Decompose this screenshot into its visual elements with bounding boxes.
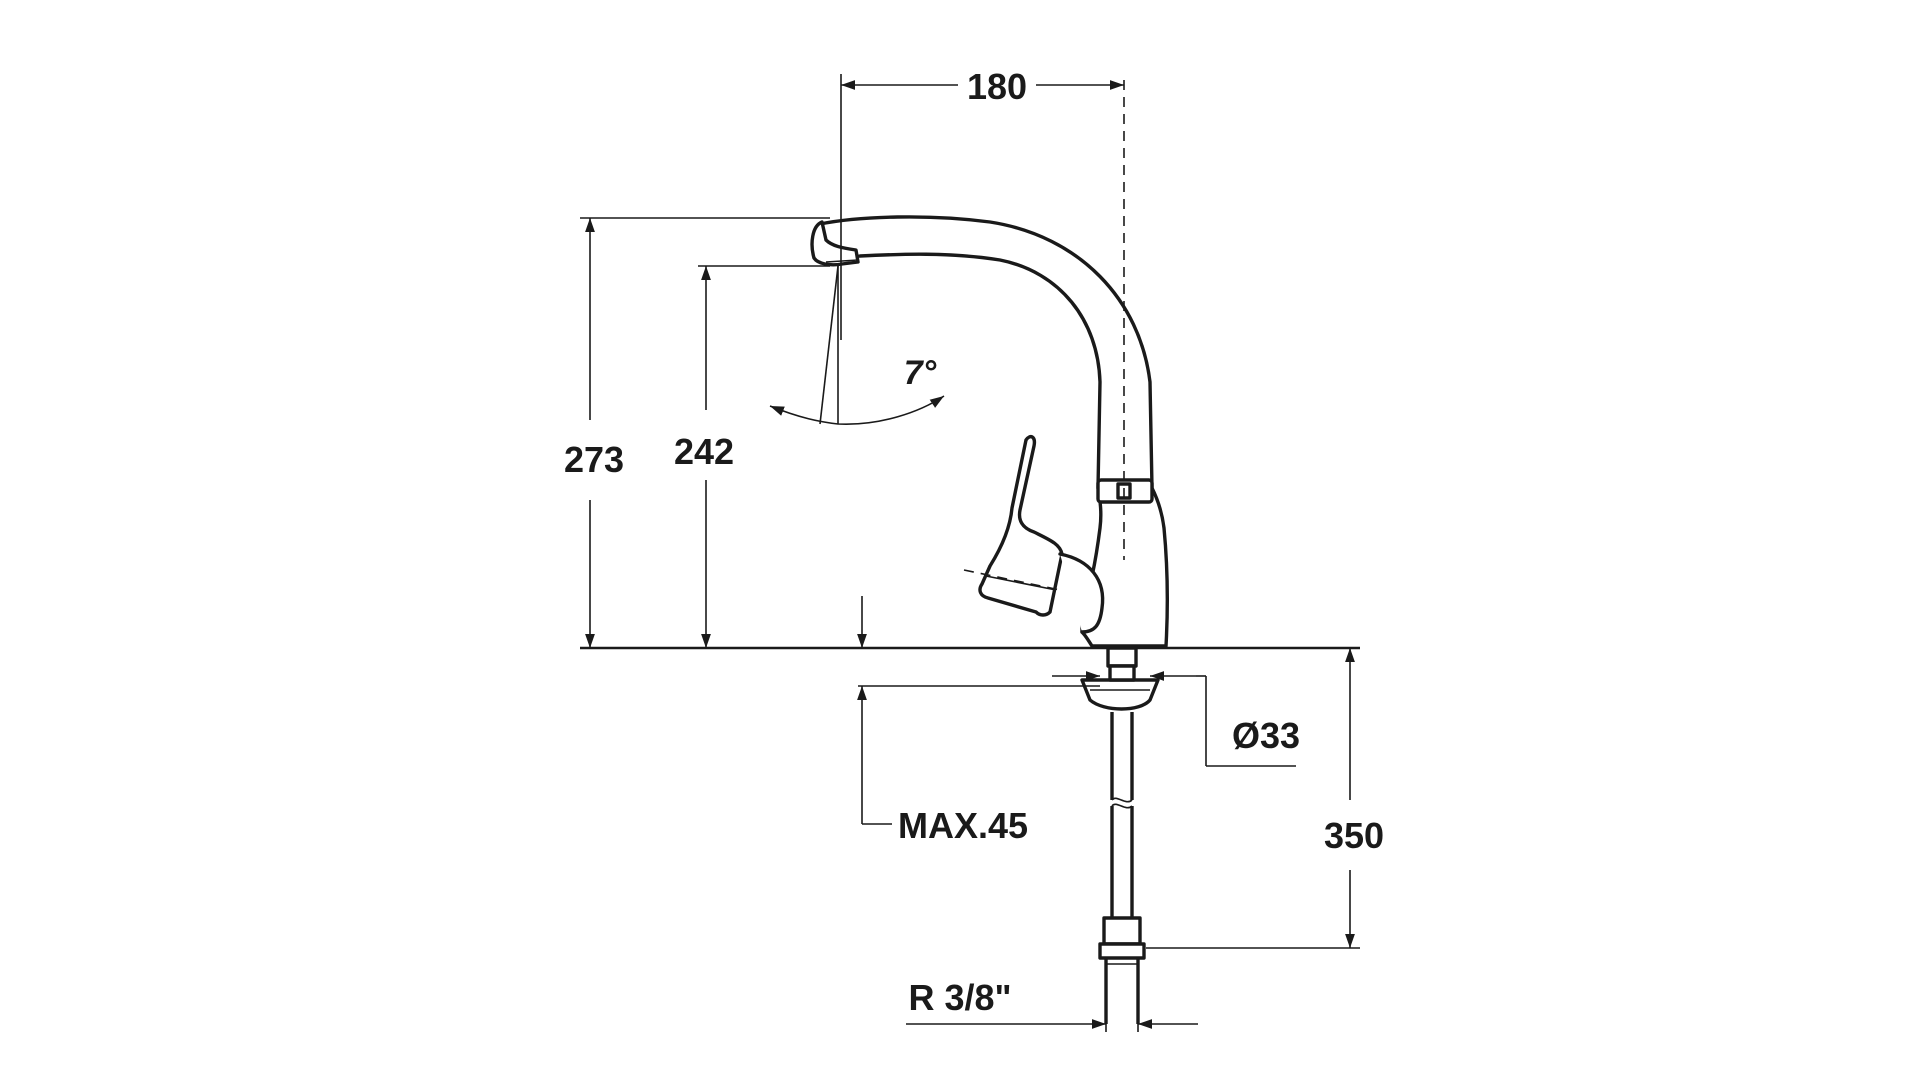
dim-max-worktop: [857, 596, 1100, 825]
dim-label-diameter: Ø33: [1232, 715, 1300, 756]
dim-total-height: [580, 217, 830, 648]
dim-hole-diameter: [1052, 671, 1296, 767]
faucet-outline: [810, 215, 1169, 648]
dim-connection-thread: [906, 1010, 1198, 1032]
dim-label-thread: R 3/8": [908, 977, 1011, 1018]
dim-label-242: 242: [674, 431, 734, 472]
dim-label-7deg: 7°: [904, 354, 937, 392]
dim-swivel-angle: [769, 265, 945, 425]
dim-hose-length: [1146, 648, 1360, 949]
dim-label-273: 273: [564, 439, 624, 480]
dim-spout-height: [698, 265, 830, 648]
dim-label-180: 180: [967, 66, 1027, 107]
mounting-and-hose: [1080, 646, 1160, 1024]
dim-label-350: 350: [1324, 815, 1384, 856]
dim-label-max45: MAX.45: [898, 805, 1028, 846]
dim-spout-reach: [840, 74, 1124, 340]
